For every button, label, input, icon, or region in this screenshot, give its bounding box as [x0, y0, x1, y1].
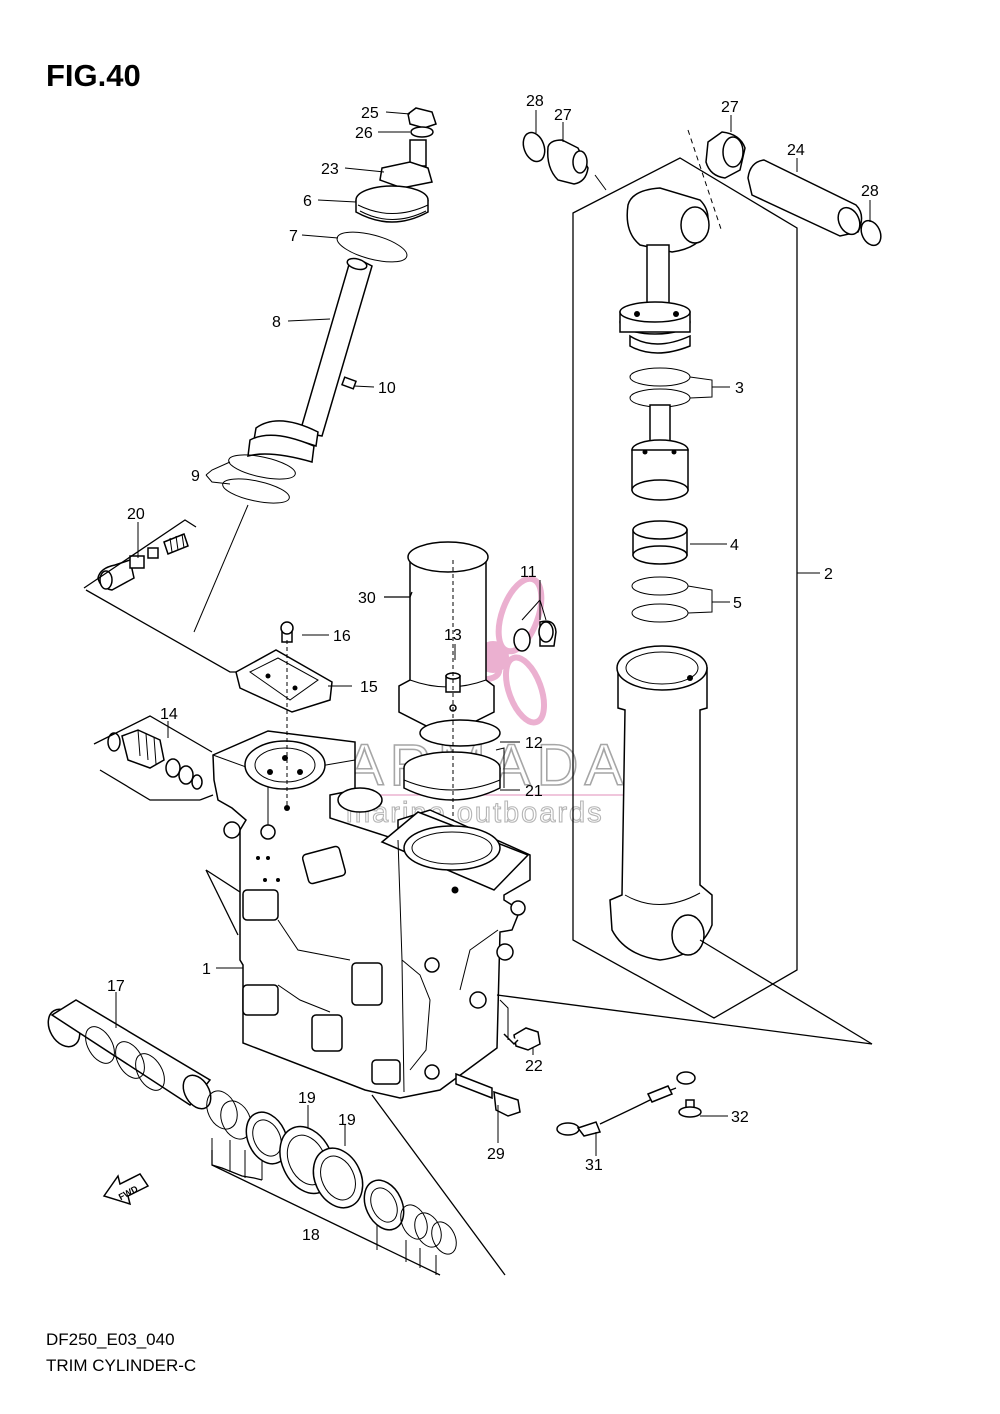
upper-rod-group — [222, 107, 437, 504]
figure-title: FIG.40 — [46, 58, 141, 93]
callout-28b: 28 — [861, 183, 879, 200]
callout-2: 2 — [824, 566, 833, 583]
cylinder-rod-assembly — [619, 187, 710, 623]
callout-26: 26 — [355, 125, 373, 142]
pump-body — [212, 730, 531, 1099]
callout-10: 10 — [378, 380, 396, 397]
callout-15: 15 — [360, 679, 378, 696]
callout-18: 18 — [302, 1227, 320, 1244]
watermark-tagline: marine outboards — [346, 797, 604, 829]
callout-20: 20 — [127, 506, 145, 523]
callout-21: 21 — [525, 783, 543, 800]
leader-lines — [83, 110, 873, 1276]
reservoir-group — [398, 541, 557, 880]
callout-4: 4 — [730, 537, 739, 554]
relief-valve-20 — [97, 533, 189, 591]
callout-6: 6 — [303, 193, 312, 210]
pin-and-bushings — [522, 129, 882, 247]
callout-7: 7 — [289, 228, 298, 245]
check-valve-14 — [107, 729, 203, 790]
cylinder-assembly-frame — [572, 157, 798, 1019]
callout-22: 22 — [525, 1058, 543, 1075]
callout-31: 31 — [585, 1157, 603, 1174]
callout-3: 3 — [735, 380, 744, 397]
cylinder-body — [609, 645, 713, 961]
callout-29: 29 — [487, 1146, 505, 1163]
watermark-logo: ARMADA marine outboards — [344, 575, 650, 830]
fasteners — [455, 1027, 702, 1137]
callout-17: 17 — [107, 978, 125, 995]
callout-12: 12 — [525, 735, 543, 752]
callout-1: 1 — [202, 961, 211, 978]
callout-labels: 25 26 23 6 7 8 10 9 20 16 15 14 1 17 19 … — [107, 93, 879, 1244]
callout-25: 25 — [361, 105, 379, 122]
callout-11: 11 — [520, 564, 537, 581]
manual-valve-shaft — [47, 999, 212, 1110]
model-code: DF250_E03_040 — [46, 1330, 175, 1349]
callout-19b: 19 — [338, 1112, 356, 1129]
valve-plate — [235, 621, 333, 811]
callout-24: 24 — [787, 142, 805, 159]
callout-28a: 28 — [526, 93, 544, 110]
callout-32: 32 — [731, 1109, 749, 1126]
callout-8: 8 — [272, 314, 281, 331]
callout-27a: 27 — [554, 107, 572, 124]
callout-23: 23 — [321, 161, 339, 178]
forward-direction-icon: FWD — [102, 1173, 150, 1206]
callout-30: 30 — [358, 590, 376, 607]
callout-27b: 27 — [721, 99, 739, 116]
callout-19a: 19 — [298, 1090, 316, 1107]
callout-14: 14 — [160, 706, 178, 723]
seal-rings — [206, 1090, 457, 1255]
diagram-name: TRIM CYLINDER-C — [46, 1356, 197, 1375]
callout-16: 16 — [333, 628, 351, 645]
callout-13: 13 — [444, 627, 462, 644]
callout-5: 5 — [733, 595, 742, 612]
callout-9: 9 — [191, 468, 200, 485]
